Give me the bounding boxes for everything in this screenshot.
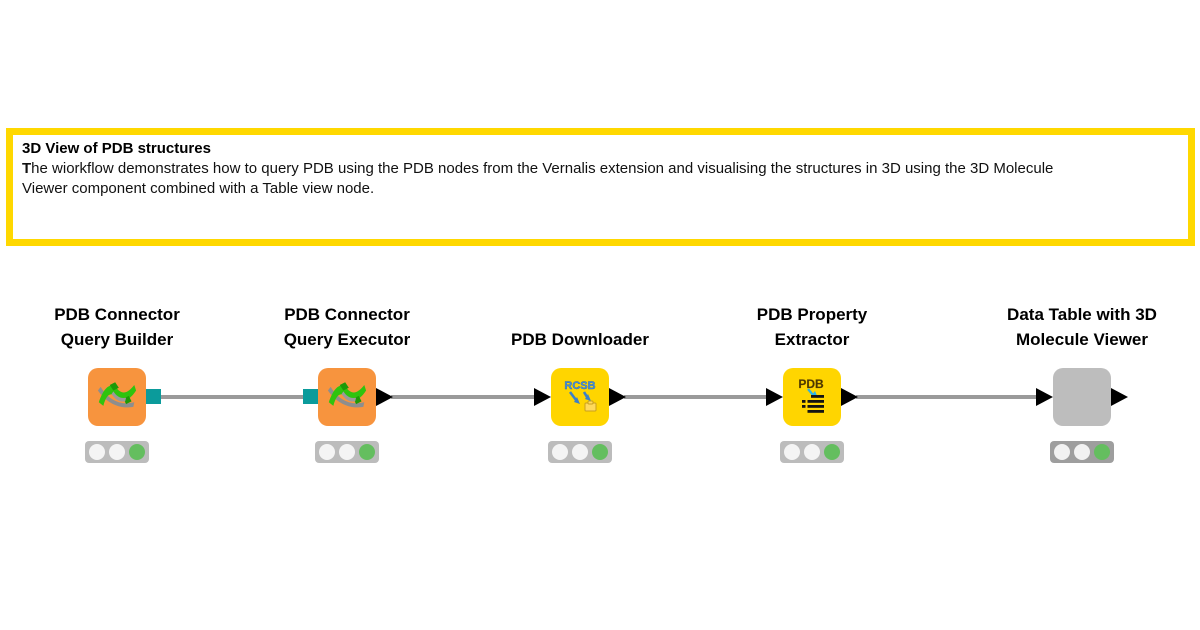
node-label-query-builder: PDB Connector Query Builder	[0, 300, 237, 352]
status-dot-yellow	[109, 444, 125, 460]
node-status-traffic-light	[548, 441, 612, 463]
node-status-traffic-light	[315, 441, 379, 463]
node-label-query-executor: PDB Connector Query Executor	[227, 300, 467, 352]
node-pdb-connector-query-builder[interactable]	[88, 368, 146, 426]
status-dot-yellow	[339, 444, 355, 460]
node-pdb-connector-query-executor[interactable]	[318, 368, 376, 426]
protein-helix-icon	[327, 378, 367, 417]
status-dot-green	[129, 444, 145, 460]
node-pdb-downloader[interactable]: RCSB	[551, 368, 609, 426]
node-status-traffic-light	[85, 441, 149, 463]
connection-downloader-to-extractor[interactable]	[624, 395, 768, 399]
annotation-body: The wiorkflow demonstrates how to query …	[22, 159, 1068, 198]
rcsb-download-icon: RCSB	[560, 375, 600, 420]
status-dot-yellow	[804, 444, 820, 460]
protein-helix-icon	[97, 378, 137, 417]
node-label-line: Extractor	[774, 330, 850, 349]
output-port-query-executor[interactable]	[376, 388, 393, 406]
node-status-traffic-light	[780, 441, 844, 463]
status-dot-yellow	[572, 444, 588, 460]
annotation-body-text: he wiorkflow demonstrates how to query P…	[22, 160, 1054, 197]
input-port-query-executor[interactable]	[303, 389, 318, 404]
node-label-line: PDB Connector	[284, 305, 410, 324]
pdb-properties-icon: PDB	[792, 375, 832, 420]
node-label-line: PDB Property	[756, 305, 868, 324]
connection-extractor-to-viewer[interactable]	[856, 395, 1038, 399]
node-label-line: Query Builder	[60, 330, 174, 349]
node-label-pdb-downloader: PDB Downloader	[460, 300, 700, 352]
rcsb-icon-text: RCSB	[564, 380, 595, 392]
status-dot-green	[1094, 444, 1110, 460]
output-port-property-extractor[interactable]	[841, 388, 858, 406]
output-port-query-builder[interactable]	[146, 389, 161, 404]
connection-executor-to-downloader[interactable]	[391, 395, 536, 399]
status-dot-red	[784, 444, 800, 460]
node-pdb-property-extractor[interactable]: PDB	[783, 368, 841, 426]
node-status-traffic-light	[1050, 441, 1114, 463]
input-port-pdb-downloader[interactable]	[534, 388, 551, 406]
output-port-molecule-viewer[interactable]	[1111, 388, 1128, 406]
node-label-line: Query Executor	[283, 330, 411, 349]
input-port-property-extractor[interactable]	[766, 388, 783, 406]
pdb-icon-text: PDB	[798, 377, 824, 391]
node-label-line: Data Table with 3D	[1007, 305, 1157, 324]
node-data-table-3d-molecule-viewer[interactable]	[1053, 368, 1111, 426]
node-label-property-extractor: PDB Property Extractor	[692, 300, 932, 352]
status-dot-red	[319, 444, 335, 460]
annotation-body-lead: T	[22, 160, 32, 177]
status-dot-red	[89, 444, 105, 460]
status-dot-green	[824, 444, 840, 460]
node-label-molecule-viewer: Data Table with 3D Molecule Viewer	[962, 300, 1200, 352]
status-dot-red	[1054, 444, 1070, 460]
node-label-line: PDB Downloader	[511, 330, 649, 349]
status-dot-green	[359, 444, 375, 460]
node-label-line: Molecule Viewer	[1016, 330, 1148, 349]
annotation-title: 3D View of PDB structures	[22, 140, 211, 157]
node-label-line: PDB Connector	[54, 305, 180, 324]
workflow-annotation[interactable]: 3D View of PDB structures The wiorkflow …	[6, 128, 1195, 246]
status-dot-yellow	[1074, 444, 1090, 460]
annotation-text-block: 3D View of PDB structures The wiorkflow …	[13, 135, 1188, 198]
output-port-pdb-downloader[interactable]	[609, 388, 626, 406]
input-port-molecule-viewer[interactable]	[1036, 388, 1053, 406]
connection-builder-to-executor[interactable]	[159, 395, 305, 399]
status-dot-green	[592, 444, 608, 460]
status-dot-red	[552, 444, 568, 460]
